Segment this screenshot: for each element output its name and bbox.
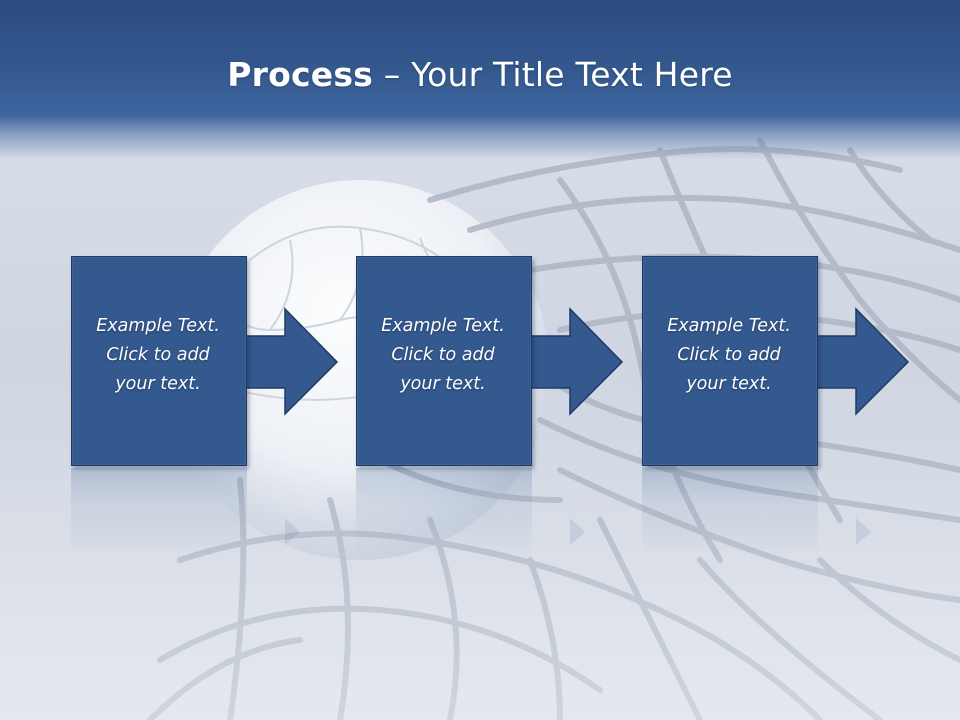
step-text-2[interactable]: Example Text. Click to add your text. xyxy=(381,316,505,394)
process-step-1[interactable]: Example Text. Click to add your text. xyxy=(71,256,247,466)
step-text-1[interactable]: Example Text. Click to add your text. xyxy=(96,316,220,394)
title-bold-text: Process xyxy=(227,55,374,94)
step-reflection-3 xyxy=(642,468,818,558)
step-text-3[interactable]: Example Text. Click to add your text. xyxy=(667,316,791,394)
slide-title[interactable]: Process – Your Title Text Here xyxy=(0,52,960,98)
arrow-1-icon[interactable] xyxy=(243,307,339,416)
process-step-2[interactable]: Example Text. Click to add your text. xyxy=(356,256,532,466)
title-regular-text: – Your Title Text Here xyxy=(373,55,733,94)
step-box-3[interactable] xyxy=(642,256,818,466)
step-reflection-2 xyxy=(356,468,532,558)
step-reflection-1 xyxy=(71,468,247,558)
step-box-2[interactable] xyxy=(356,256,532,466)
arrow-2-icon[interactable] xyxy=(528,307,624,416)
process-step-3[interactable]: Example Text. Click to add your text. xyxy=(642,256,818,466)
header-band xyxy=(0,0,960,160)
arrow-reflections xyxy=(285,518,871,545)
arrow-3-icon[interactable] xyxy=(814,307,910,416)
step-box-1[interactable] xyxy=(71,256,247,466)
